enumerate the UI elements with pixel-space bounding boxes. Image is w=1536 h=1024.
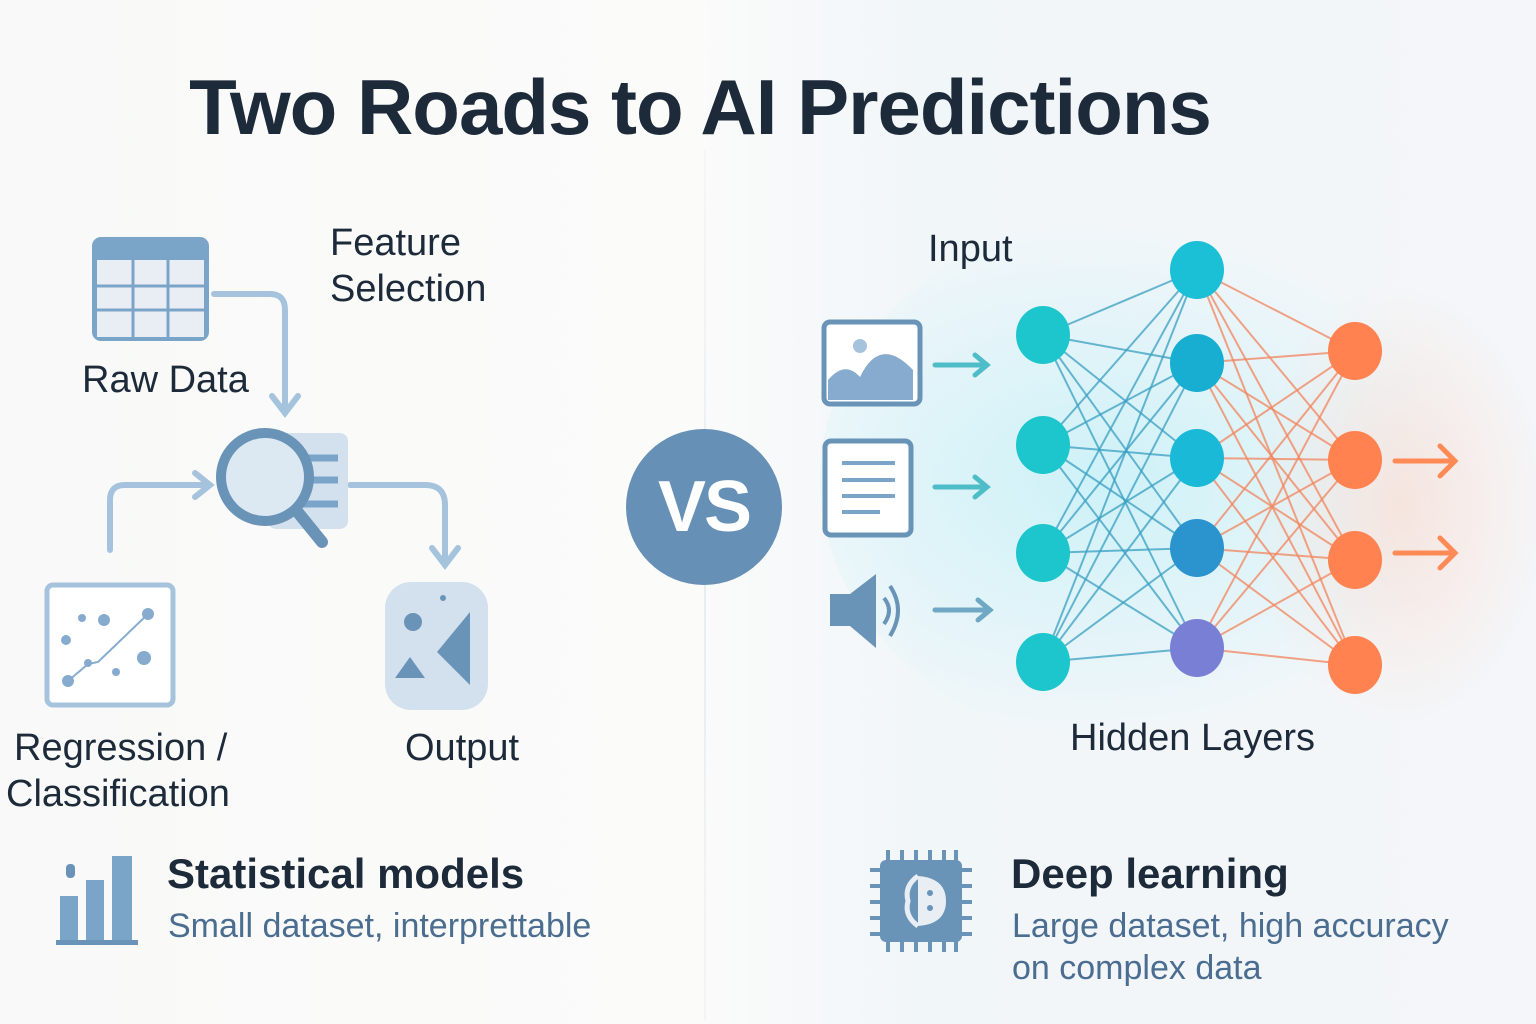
network-edge (1196, 362, 1356, 561)
subtitle-line: on complex data (1012, 949, 1262, 987)
input-arrows (932, 352, 994, 623)
network-edge (1042, 362, 1198, 554)
output-arrows (1392, 443, 1459, 571)
network-edge (1042, 334, 1198, 549)
subtitle-line: Large dataset, high accuracy (1012, 907, 1449, 945)
network-edge (1042, 269, 1198, 336)
network-edge (1042, 457, 1198, 554)
network-edge (1042, 269, 1198, 663)
network-edge (1042, 334, 1198, 649)
deep-learning-heading: Deep learning (1011, 850, 1289, 897)
vs-badge: VS (626, 429, 782, 585)
document-input-icon (822, 438, 914, 538)
network-edge (1196, 269, 1356, 461)
label-line: Feature (330, 222, 461, 264)
network-edge (1042, 362, 1198, 446)
label-line: Selection (330, 268, 487, 310)
network-edge (1042, 334, 1198, 459)
table-icon (92, 237, 209, 341)
network-edge (1196, 459, 1356, 549)
network-edge (1196, 362, 1356, 461)
network-edge (1042, 362, 1198, 663)
network-edge (1042, 269, 1198, 554)
network-edge (1042, 444, 1198, 549)
network-edge (1196, 269, 1356, 561)
hidden-node (1170, 334, 1224, 392)
neural-network (821, 241, 1459, 694)
output-label: Output (405, 727, 520, 769)
network-edge (1196, 269, 1356, 666)
input-node (1016, 524, 1070, 582)
network-edge (1042, 269, 1198, 446)
network-edge (1196, 350, 1356, 549)
output-image-icon (385, 582, 488, 710)
network-edge (1196, 457, 1356, 666)
input-node (1016, 633, 1070, 691)
hidden-node (1170, 519, 1224, 577)
feature-selection-icon (216, 428, 348, 548)
audio-input-icon (830, 574, 900, 648)
statistical-models-heading: Statistical models (167, 850, 525, 897)
network-edge (1196, 350, 1356, 459)
network-edge (1042, 444, 1198, 649)
network-edge (1196, 350, 1356, 649)
network-edge (1196, 459, 1356, 649)
input-node (1016, 306, 1070, 364)
network-edge (1042, 547, 1198, 663)
chip-icon (870, 850, 972, 952)
hidden-node (1170, 619, 1224, 677)
label-line: Classification (6, 773, 230, 815)
image-input-icon (821, 319, 923, 407)
output-node (1328, 322, 1382, 380)
bar-chart-icon (56, 856, 138, 945)
network-edge (1196, 362, 1356, 666)
network-edge (1042, 457, 1198, 663)
output-node (1328, 636, 1382, 694)
regression-label: Regression / Classification (6, 725, 230, 817)
network-edge (1196, 547, 1356, 666)
hidden-node (1170, 241, 1224, 299)
network-edge (1196, 269, 1356, 352)
hidden-layers-label: Hidden Layers (1070, 717, 1316, 759)
arrows (107, 291, 461, 570)
statistical-pipeline (44, 237, 488, 710)
page-title: Two Roads to AI Predictions (189, 63, 1212, 151)
deep-learning-subtitle: Large dataset, high accuracy on complex … (1012, 905, 1449, 989)
label-line: Regression / (14, 727, 228, 769)
hidden-node (1170, 429, 1224, 487)
network-edge (1042, 552, 1198, 649)
network-edge (1196, 457, 1356, 561)
network-edge (1196, 559, 1356, 649)
feature-selection-label: Feature Selection (330, 220, 486, 312)
output-node (1328, 531, 1382, 589)
input-label: Input (928, 228, 1013, 270)
input-node (1016, 416, 1070, 474)
output-node (1328, 431, 1382, 489)
raw-data-label: Raw Data (82, 359, 249, 401)
scatter-plot-icon (44, 582, 176, 708)
divider (704, 150, 706, 1020)
statistical-models-subtitle: Small dataset, interprettable (168, 907, 592, 945)
